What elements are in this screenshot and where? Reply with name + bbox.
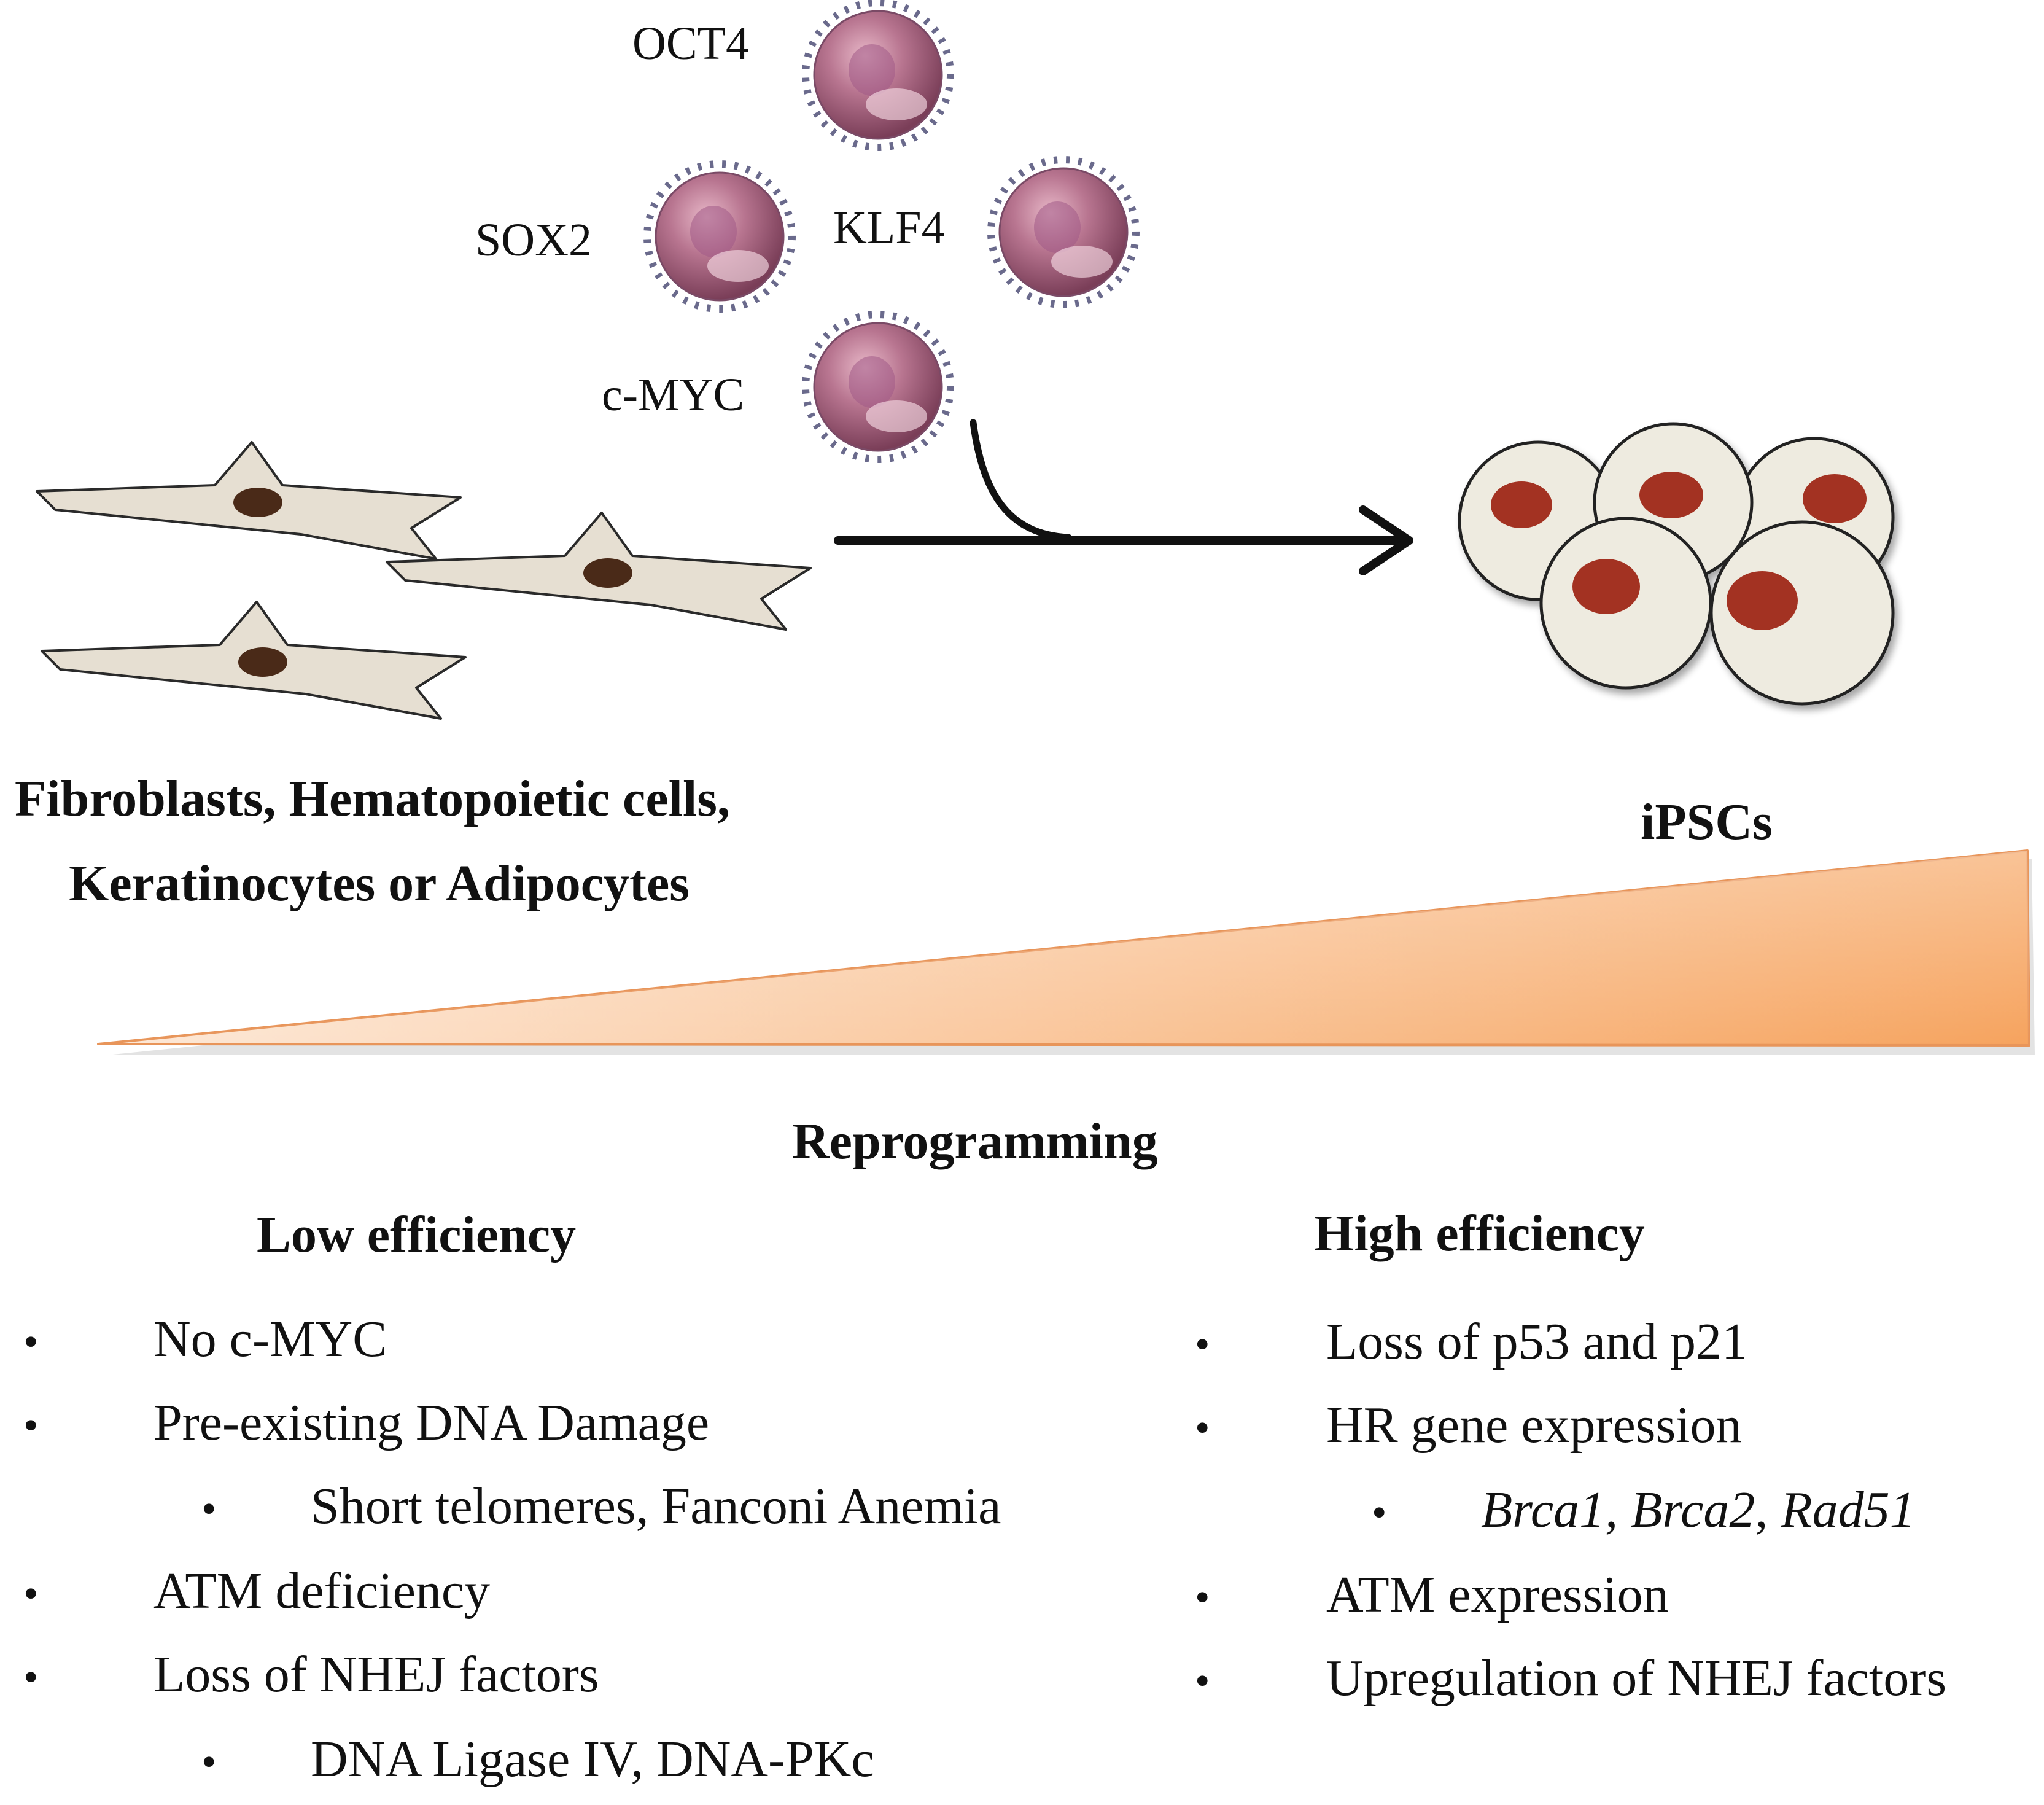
bullet-icon: • — [23, 1654, 39, 1701]
list-item: DNA Ligase IV, DNA-PKc — [311, 1731, 874, 1788]
fibroblast-cell — [386, 512, 812, 631]
list-item: Loss of NHEJ factors — [153, 1646, 599, 1703]
virus-cmyc — [806, 314, 950, 459]
list-item: Upregulation of NHEJ factors — [1326, 1650, 1947, 1707]
bullet-icon: • — [23, 1319, 39, 1366]
factor-label-oct4: OCT4 — [632, 18, 749, 69]
target-cells-label: iPSCs — [1641, 793, 1773, 851]
source-cells-line1: Fibroblasts, Hematopoietic cells, — [15, 770, 730, 827]
bullet-icon: • — [1195, 1574, 1210, 1621]
fibroblast-cell — [41, 601, 467, 720]
bullet-icon: • — [1195, 1405, 1210, 1452]
efficiency-wedge — [97, 849, 2035, 1055]
virus-klf4 — [991, 160, 1136, 305]
bullet-icon: • — [23, 1570, 39, 1618]
list-item: Short telomeres, Fanconi Anemia — [311, 1478, 1001, 1535]
process-label: Reprogramming — [792, 1113, 1158, 1170]
bullet-icon: • — [1372, 1489, 1387, 1537]
list-item: No c-MYC — [153, 1311, 387, 1368]
high-efficiency-title: High efficiency — [1314, 1205, 1645, 1262]
bullet-icon: • — [201, 1739, 217, 1786]
bullet-icon: • — [23, 1402, 39, 1449]
list-item: HR gene expression — [1326, 1397, 1742, 1454]
reprogramming-arrow — [834, 505, 1413, 575]
low-efficiency-title: Low efficiency — [257, 1206, 577, 1263]
ipsc-cell — [1539, 517, 1712, 690]
virus-sox2 — [647, 164, 792, 309]
list-item: ATM expression — [1326, 1566, 1669, 1623]
bullet-icon: • — [1195, 1658, 1210, 1705]
ipsc-cluster — [1458, 422, 1895, 706]
factor-label-cmyc: c-MYC — [602, 369, 745, 421]
virus-oct4 — [806, 2, 950, 147]
factor-join-curve — [970, 419, 1072, 541]
factor-label-sox2: SOX2 — [475, 214, 593, 266]
list-item: ATM deficiency — [153, 1562, 491, 1620]
list-item: Loss of p53 and p21 — [1326, 1313, 1747, 1370]
factor-label-klf4: KLF4 — [833, 202, 945, 254]
fibroblast-cell — [36, 441, 462, 560]
bullet-icon: • — [1195, 1321, 1210, 1368]
source-cells-line2: Keratinocytes or Adipocytes — [69, 855, 690, 912]
bullet-icon: • — [201, 1486, 217, 1533]
list-item: Brca1, Brca2, Rad51 — [1481, 1481, 1916, 1538]
ipsc-cell — [1709, 520, 1895, 706]
list-item: Pre-existing DNA Damage — [153, 1394, 710, 1451]
